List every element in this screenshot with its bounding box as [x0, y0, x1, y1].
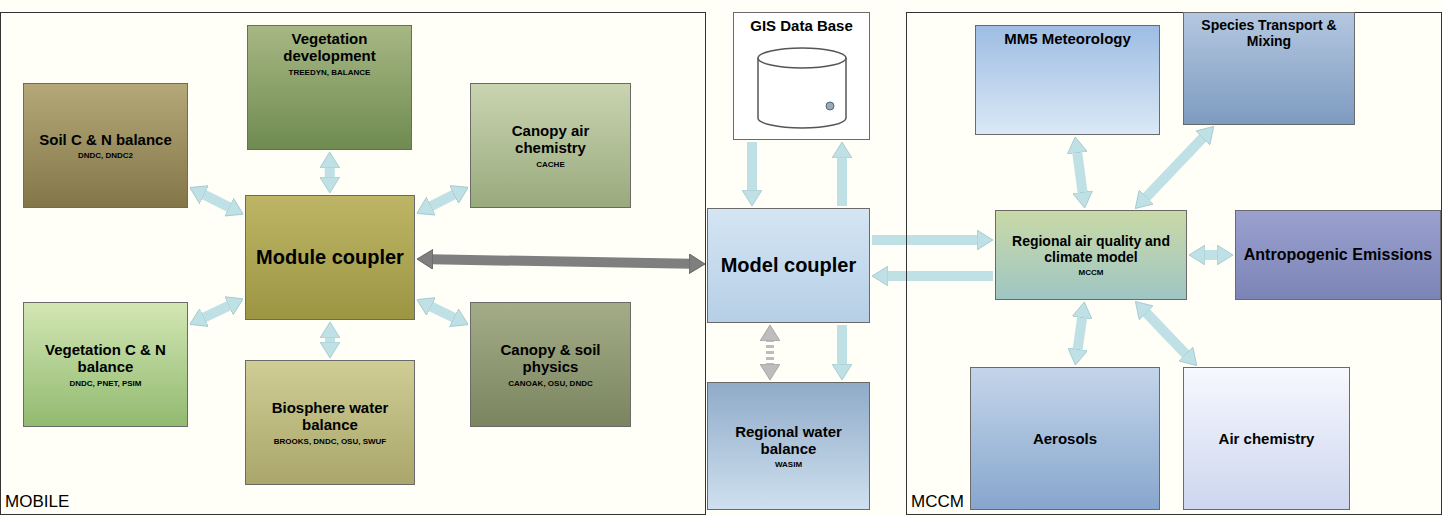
- model-names: MCCM: [1079, 268, 1104, 277]
- cylinder-top: [758, 48, 846, 68]
- connector-arrow: [872, 235, 979, 245]
- model-names: CANOAK, OSU, DNDC: [508, 379, 592, 388]
- database-mark: [826, 102, 834, 110]
- box-title: Model coupler: [721, 254, 857, 277]
- connector-arrow: [1203, 250, 1219, 260]
- connector-arrow: [837, 156, 847, 206]
- database-cylinder: [758, 48, 846, 128]
- connector-arrow: [429, 306, 455, 319]
- module-box: Antropogenic Emissions: [1235, 210, 1441, 300]
- connector-arrow: [325, 336, 335, 344]
- gis-box-ground: [733, 12, 870, 140]
- box-title: Soil C & N balance: [39, 131, 172, 148]
- module-box: Vegetation developmentTREEDYN, BALANCE: [247, 25, 412, 150]
- box-title: Vegetation C & N balance: [30, 341, 181, 376]
- panel-label: MCCM: [911, 492, 964, 512]
- module-box: Module coupler: [245, 195, 415, 320]
- model-names: BROOKS, DNDC, OSU, SWUF: [274, 437, 386, 446]
- module-box: MM5 Meteorology: [975, 25, 1160, 135]
- module-box: Aerosols: [970, 367, 1160, 510]
- connector-arrow: [837, 325, 847, 366]
- module-box: Model coupler: [707, 208, 870, 323]
- connector-arrow: [1077, 316, 1082, 351]
- model-names: DNDC, DNDC2: [78, 151, 133, 160]
- module-box: Vegetation C & N balanceDNDC, PNET, PSIM: [23, 302, 188, 427]
- module-box: GIS Data Base: [733, 12, 870, 140]
- model-names: TREEDYN, BALANCE: [289, 68, 371, 77]
- box-title: Canopy & soil physics: [477, 341, 624, 376]
- connector-arrow: [747, 142, 757, 192]
- model-panel: MCCM MM5 Meteorology Species Transport & M…: [906, 12, 1442, 515]
- box-title: Vegetation development: [254, 30, 405, 65]
- module-box: Canopy & soil physicsCANOAK, OSU, DNDC: [470, 302, 631, 427]
- box-title: Regional air quality and climate model: [1002, 233, 1180, 265]
- box-title: Regional water balance: [714, 423, 863, 458]
- module-box: Regional air quality and climate modelMC…: [995, 210, 1187, 300]
- connector-arrow: [431, 259, 691, 264]
- box-title: Module coupler: [256, 246, 404, 269]
- connector-arrow: [325, 166, 335, 179]
- connector-arrow: [886, 271, 993, 281]
- module-box: Soil C & N balanceDNDC, DNDC2: [23, 83, 188, 208]
- connector-arrow: [1145, 312, 1187, 356]
- connector-arrow: [202, 194, 230, 208]
- box-title: Air chemistry: [1219, 430, 1315, 447]
- module-box: Canopy air chemistryCACHE: [470, 83, 631, 208]
- box-title: Antropogenic Emissions: [1244, 246, 1432, 264]
- module-box: Air chemistry: [1183, 367, 1350, 510]
- box-title: Aerosols: [1033, 430, 1097, 447]
- box-title: Biosphere water balance: [252, 399, 408, 434]
- panel-label: MOBILE: [5, 492, 69, 512]
- connector-arrow: [1145, 137, 1204, 199]
- model-names: DNDC, PNET, PSIM: [69, 379, 141, 388]
- model-panel: MOBILE Vegetation developmentTREEDYN, BAL…: [0, 12, 706, 515]
- module-box: Regional water balanceWASIM: [707, 382, 870, 510]
- module-box: Species Transport & Mixing: [1183, 12, 1355, 125]
- box-title: Canopy air chemistry: [477, 122, 624, 157]
- connector-arrow: [429, 194, 455, 207]
- model-names: CACHE: [536, 160, 564, 169]
- model-names: WASIM: [775, 460, 802, 469]
- module-box: Biosphere water balanceBROOKS, DNDC, OSU…: [245, 360, 415, 485]
- box-title: MM5 Meteorology: [1004, 30, 1131, 47]
- connector-arrow: [1077, 151, 1083, 194]
- connector-arrow: [202, 305, 230, 318]
- box-title: Species Transport & Mixing: [1190, 17, 1348, 49]
- box-title: GIS Data Base: [750, 17, 853, 34]
- connector-arrow: [766, 339, 774, 366]
